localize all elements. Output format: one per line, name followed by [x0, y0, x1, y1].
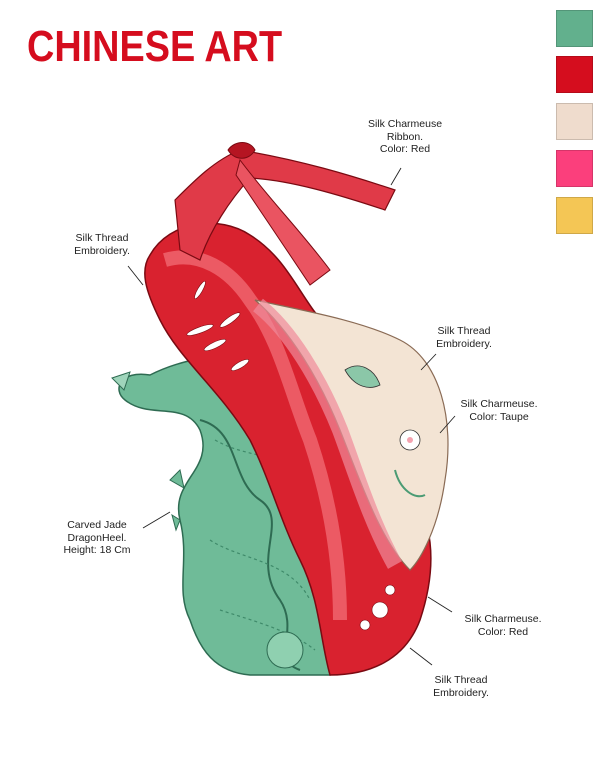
- color-swatch-yellow: [556, 197, 593, 234]
- annotation-lines: [127, 167, 456, 666]
- annotation-line: Silk Charmeuse.: [464, 613, 542, 625]
- annotation-line: Height: 18 Cm: [63, 544, 131, 556]
- annotation-taupe: Silk Charmeuse. Color: Taupe: [456, 398, 542, 423]
- annotation-ribbon: Silk Charmeuse Ribbon. Color: Red: [362, 118, 448, 156]
- annotation-line: Embroidery.: [436, 337, 492, 350]
- color-swatch-jade-green: [556, 10, 593, 47]
- annotation-embroidery-panel: Silk Thread Embroidery.: [424, 325, 504, 350]
- annotation-line: Color: Taupe: [469, 410, 529, 423]
- annotation-embroidery-toe: Silk Thread Embroidery.: [421, 674, 501, 699]
- annotation-line: Embroidery.: [433, 686, 489, 699]
- page-title: CHINESE ART: [27, 22, 283, 71]
- annotation-line: Carved Jade: [67, 519, 127, 531]
- color-swatch-pink: [556, 150, 593, 187]
- annotation-line: Embroidery.: [74, 244, 130, 257]
- bird-flower-embroidery: [344, 365, 426, 498]
- annotation-line: Silk Thread: [434, 674, 488, 686]
- red-shoe-body: [144, 222, 432, 676]
- annotation-embroidery-upper: Silk Thread Embroidery.: [62, 232, 142, 257]
- annotation-line: Ribbon.: [386, 130, 424, 143]
- annotation-line: Silk Thread: [437, 325, 491, 337]
- annotation-line: Silk Charmeuse: [367, 118, 443, 130]
- annotation-line: DragonHeel.: [67, 531, 127, 544]
- color-swatch-taupe: [556, 103, 593, 140]
- embroidery: [186, 280, 396, 631]
- annotation-red-body: Silk Charmeuse. Color: Red: [460, 613, 546, 638]
- annotation-line: Color: Red: [379, 143, 431, 155]
- annotation-line: Silk Charmeuse.: [460, 398, 538, 410]
- annotation-line: Color: Red: [477, 625, 529, 638]
- color-swatch-red: [556, 56, 593, 93]
- annotation-heel: Carved Jade DragonHeel. Height: 18 Cm: [57, 519, 137, 557]
- silk-ribbon: [174, 142, 396, 286]
- annotation-line: Silk Thread: [75, 232, 129, 244]
